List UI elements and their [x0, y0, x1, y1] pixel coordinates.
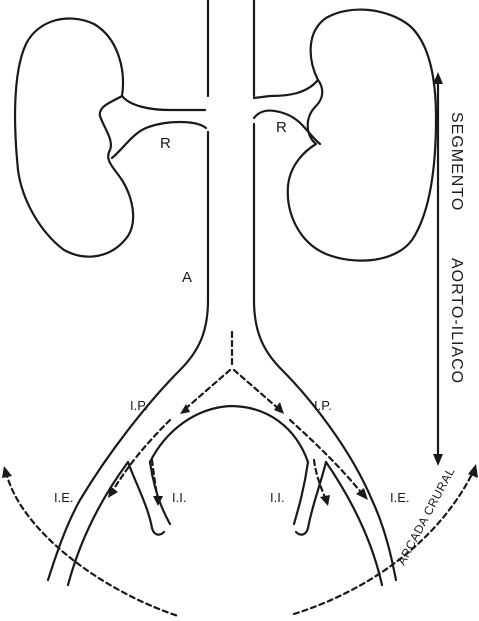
left-kidney — [15, 18, 133, 256]
left-renal-artery — [122, 96, 205, 110]
label-iliaca-primitiva-right: I.P. — [314, 398, 332, 413]
right-iliac-inner-wall — [326, 462, 382, 585]
label-iliaca-interna-right: I.I. — [270, 490, 284, 505]
arrowhead-right-upper — [274, 402, 284, 414]
right-renal-artery — [254, 80, 318, 98]
flow-dash-right-external — [290, 420, 364, 496]
arrowhead-right-internal — [320, 495, 330, 506]
arcada-crural-left — [6, 472, 178, 616]
label-iliaca-interna-left: I.I. — [172, 490, 186, 505]
segment-bracket-top-arrow — [433, 72, 443, 84]
arrowhead-arc-left — [2, 466, 12, 478]
arcada-crural-right — [294, 470, 474, 614]
flow-dash-left-upper — [184, 370, 230, 410]
flow-dash-right-upper — [234, 370, 280, 410]
arrowhead-right-external — [356, 488, 368, 500]
arrowhead-arc-right — [468, 464, 478, 478]
label-iliaca-externa-left: I.E. — [54, 490, 74, 505]
side-text-aorto-iliaco: AORTO-ILIACO — [448, 258, 465, 384]
left-iliac-inner-wall — [68, 462, 128, 585]
label-renal-left: R — [160, 135, 171, 152]
left-internal-iliac — [128, 462, 170, 535]
bifurcation-arch — [150, 406, 308, 462]
label-aorta: A — [182, 269, 192, 286]
label-iliaca-primitiva-left: I.P. — [130, 398, 148, 413]
label-renal-right: R — [276, 119, 287, 136]
flow-dash-left-external — [112, 420, 170, 492]
side-text-segmento: SEGMENTO — [448, 112, 465, 211]
left-renal-artery-lower — [112, 122, 206, 158]
label-iliaca-externa-right: I.E. — [390, 490, 410, 505]
arcada-crural-label: ARCADA CRURAL — [394, 465, 457, 567]
segment-bracket-bottom-arrow — [433, 454, 443, 466]
